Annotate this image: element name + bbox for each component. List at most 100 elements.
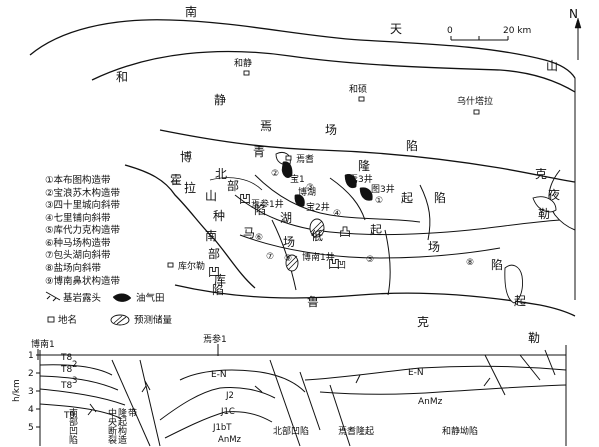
belt-label: ⑦包头湖向斜带 bbox=[45, 249, 111, 261]
axis-tick: 1 bbox=[28, 351, 34, 361]
region-char: 凸 bbox=[339, 225, 351, 239]
region-char: 起 bbox=[370, 223, 382, 237]
region-char: 霍 bbox=[170, 173, 182, 187]
region-char: 天 bbox=[390, 22, 402, 36]
gas-fields bbox=[281, 161, 373, 207]
place-names: 和静 和硕 乌什塔拉 焉耆 库尔勒 bbox=[167, 57, 493, 272]
strata-tag: T8 bbox=[60, 365, 72, 375]
region-char: 库 bbox=[214, 272, 226, 287]
region-char: 陷 bbox=[254, 202, 266, 217]
place-wushitala: 乌什塔拉 bbox=[457, 95, 493, 107]
region-char: 陷 bbox=[406, 138, 418, 153]
zone-label: 和静坳陷 bbox=[442, 425, 478, 437]
region-char: 鲁 bbox=[307, 295, 319, 309]
legend-place: 地名 bbox=[58, 314, 77, 326]
unit-label: E-N bbox=[211, 370, 227, 380]
label-ao: 凹 bbox=[337, 261, 346, 271]
section-well-bonan1: 博南1 bbox=[31, 338, 55, 350]
strata-tag: T8 bbox=[60, 381, 72, 391]
belt-marker: ⑦ bbox=[266, 252, 274, 262]
belt-marker: ⑤ bbox=[366, 255, 374, 265]
belt-label: ④七里铺向斜带 bbox=[45, 212, 111, 224]
zone-label: 焉耆隆起 bbox=[338, 425, 374, 437]
region-char: 部 bbox=[208, 246, 220, 261]
region-char: 和 bbox=[116, 70, 128, 84]
unit-label: AnMz bbox=[218, 435, 242, 445]
region-char: 低 bbox=[311, 229, 323, 243]
region-char: 南 bbox=[205, 228, 217, 243]
axis-tick: 4 bbox=[28, 405, 34, 415]
belt-markers: ① ② ③ ④ ⑤ ⑥ ⑦ ⑧ ⑨ bbox=[255, 169, 474, 268]
region-char: 马 bbox=[243, 226, 255, 240]
unit-label: J1C bbox=[220, 407, 235, 417]
region-char: 克 bbox=[417, 315, 429, 329]
region-char: 焉 bbox=[260, 119, 272, 133]
place-heshuo: 和硕 bbox=[349, 84, 367, 95]
region-char: 山 bbox=[546, 59, 558, 73]
region-labels: 南 天 山 和 静 焉 场 陷 博 青 隆 克 夜 勒 霍 拉 山 北 部 凹 … bbox=[116, 4, 560, 345]
belt-marker: ② bbox=[271, 169, 279, 179]
region-char: 陷 bbox=[212, 282, 224, 297]
scale-bar: 0 20 km bbox=[447, 26, 531, 41]
region-char: 部 bbox=[227, 178, 239, 193]
label-hu: 湖 bbox=[280, 210, 292, 225]
unit-label: E-N bbox=[408, 368, 424, 378]
axis-label: h/km bbox=[12, 379, 22, 402]
belt-marker: ③ bbox=[306, 183, 314, 193]
region-char: 勒 bbox=[538, 207, 550, 221]
region-char: 陷 bbox=[434, 190, 446, 205]
strata-sup: 2 bbox=[72, 360, 77, 370]
region-char: 起 bbox=[514, 294, 526, 308]
north-label: N bbox=[569, 7, 578, 21]
belt-label: ⑥种马场构造带 bbox=[45, 237, 111, 249]
bedrock-outcrops bbox=[275, 152, 557, 304]
region-char: 静 bbox=[214, 93, 226, 107]
unit-label: AnMz bbox=[418, 397, 443, 407]
label-bao1: 宝1 bbox=[290, 173, 305, 185]
place-kuerle: 库尔勒 bbox=[178, 260, 205, 272]
legend-belts: ①本布图构造带 ②宝浪苏木构造带 ③四十里城向斜带 ④七里铺向斜带 ⑤库代力克构… bbox=[45, 174, 121, 287]
north-arrow: N bbox=[569, 7, 582, 60]
region-char: 北 bbox=[215, 167, 227, 181]
well-bonan1: 博南1井 bbox=[302, 251, 335, 263]
region-char: 场 bbox=[283, 235, 295, 249]
belt-label: ⑤库代力克构造带 bbox=[45, 224, 121, 236]
predicted-reserves bbox=[285, 218, 325, 272]
well-tu3: 图3井 bbox=[371, 183, 395, 195]
belt-marker: ① bbox=[375, 196, 383, 206]
region-char: 隆 bbox=[358, 158, 370, 173]
region-char: 南 bbox=[185, 4, 197, 19]
place-yanqi: 焉耆 bbox=[296, 153, 314, 165]
region-char: 山 bbox=[205, 189, 217, 203]
legend-gasfield: 油气田 bbox=[136, 292, 165, 304]
belt-marker: ④ bbox=[333, 209, 341, 219]
region-char: 种 bbox=[213, 209, 225, 223]
legend-symbols: 基岩露头 油气田 地名 预测储量 bbox=[45, 291, 173, 326]
well-bao2: 宝2井 bbox=[306, 201, 330, 213]
region-char: 青 bbox=[253, 145, 265, 159]
scale-end: 20 km bbox=[503, 26, 531, 36]
region-char: 起 bbox=[401, 191, 413, 205]
section-well-yancan1: 焉参1 bbox=[203, 333, 227, 345]
zone-label: 北部凹陷 bbox=[273, 425, 309, 437]
axis-tick: 2 bbox=[28, 369, 34, 379]
unit-label: J1bT bbox=[212, 423, 232, 433]
zone-label: 南部凹陷 bbox=[69, 407, 78, 446]
strata-tag: T8 bbox=[60, 353, 72, 363]
strata-tag: T9 bbox=[63, 411, 75, 421]
axis-tick: 3 bbox=[28, 387, 34, 397]
region-char: 勒 bbox=[528, 331, 540, 345]
place-hejing: 和静 bbox=[234, 57, 252, 69]
belt-label: ⑨博南鼻状构造带 bbox=[45, 275, 121, 287]
region-char: 博 bbox=[180, 149, 192, 164]
region-char: 凹 bbox=[239, 192, 251, 206]
belt-label: ①本布图构造带 bbox=[45, 174, 111, 186]
region-char: 凹 bbox=[208, 265, 220, 279]
well-labels: 焉3井 图3井 宝2井 焉参1井 博南1井 宝1 博湖 湖 凹 bbox=[251, 173, 395, 271]
strata-sup: 3 bbox=[72, 376, 77, 386]
region-char: 夜 bbox=[548, 187, 560, 202]
belt-marker: ⑥ bbox=[255, 233, 263, 243]
belt-label: ⑧盐场向斜带 bbox=[45, 262, 102, 274]
belt-label: ③四十里城向斜带 bbox=[45, 199, 121, 211]
region-char: 场 bbox=[428, 240, 440, 254]
